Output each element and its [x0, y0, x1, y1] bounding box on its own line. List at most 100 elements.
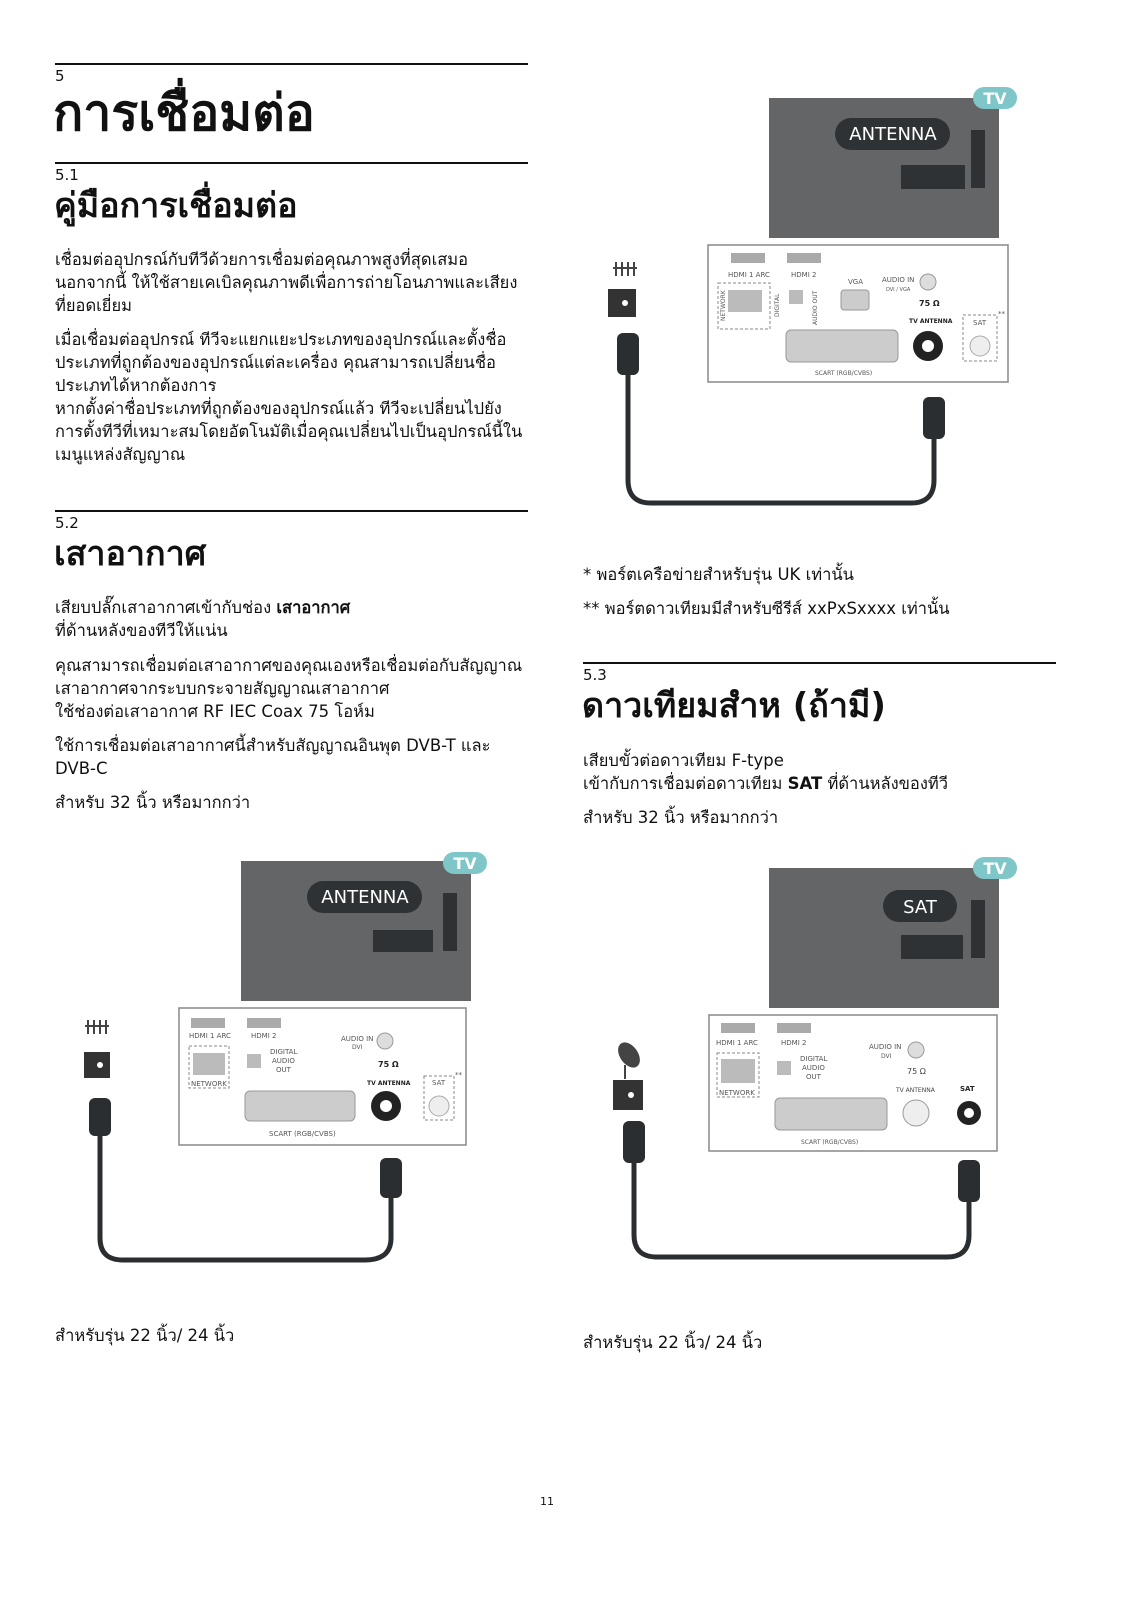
hdmi2-port — [777, 1023, 811, 1033]
network-label: NETWORK — [191, 1080, 227, 1088]
audio-out-label: AUDIO OUT — [812, 290, 819, 325]
sat-callout — [883, 890, 957, 922]
sat-port-center — [964, 1108, 974, 1118]
sat-port — [428, 1095, 450, 1117]
tv-back-panel — [769, 868, 999, 1008]
section-rule-5-3 — [583, 662, 1056, 664]
page-number: 11 — [540, 1495, 554, 1508]
section-rule-5-1 — [55, 162, 528, 164]
network-frame — [188, 1045, 230, 1089]
hdmi1-port — [191, 1018, 225, 1028]
connector-panel — [178, 1007, 467, 1146]
satellite-diagram: SAT TV HDMI 1 ARC HDMI 2 NETWORK DIGITAL… — [613, 857, 1017, 1260]
digital-audio-label-3: OUT — [276, 1066, 292, 1074]
scart-label: SCART (RGB/CVBS) — [269, 1130, 336, 1138]
hdmi2-label: HDMI 2 — [791, 271, 816, 279]
sat-callout-text: SAT — [903, 897, 938, 918]
s52-p1-pre: เสียบปลั๊กเสาอากาศเข้ากับช่อง — [55, 598, 277, 617]
digital-audio-label-3: OUT — [806, 1073, 822, 1081]
digital-audio-label-1: DIGITAL — [270, 1048, 297, 1056]
cable-plug-right — [958, 1160, 980, 1202]
note-satellite: ** พอร์ตดาวเทียมมีสำหรับซีรีส์ xxPxSxxxx… — [583, 599, 950, 618]
tv-stand-block — [373, 930, 433, 952]
s51-paragraph-2a: เมื่อเชื่อมต่ออุปกรณ์ ทีวีจะแยกแยะประเภท… — [55, 330, 507, 395]
digital-audio-port — [777, 1061, 791, 1075]
digital-audio-port — [789, 290, 803, 304]
section-title-5-2: เสาอากาศ — [54, 534, 207, 574]
sat-frame — [423, 1075, 455, 1121]
s52-p1-bold: เสาอากาศ — [276, 598, 351, 617]
section-title-5-3: ดาวเทียมสำห (ถ้ามี) — [582, 686, 886, 726]
hdmi1-port — [721, 1023, 755, 1033]
tv-stand-bar — [971, 130, 985, 188]
s53-paragraph-2: สำหรับ 32 นิ้ว หรือมากกว่า — [583, 808, 779, 827]
antenna-diagram-large: ANTENNA TV HDMI 1 ARC HDMI 2 NETWORK DIG… — [608, 87, 1017, 506]
tv-stand-bar — [971, 900, 985, 958]
tv-stand-bar — [443, 893, 457, 951]
sat-stars: ** — [998, 310, 1006, 318]
s53-caption: สำหรับรุ่น 22 นิ้ว/ 24 นิ้ว — [583, 1333, 763, 1352]
tv-antenna-jack-center — [380, 1100, 392, 1112]
antenna-callout — [835, 118, 950, 150]
note-network: * พอร์ตเครือข่ายสำหรับรุ่น UK เท่านั้น — [583, 565, 854, 584]
tv-badge — [973, 87, 1017, 109]
s52-paragraph-1: เสียบปลั๊กเสาอากาศเข้ากับช่อง เสาอากาศ ท… — [55, 596, 528, 642]
network-port — [728, 290, 762, 312]
s52-paragraph-4: สำหรับ 32 นิ้ว หรือมากกว่า — [55, 793, 251, 812]
section-number-5-2: 5.2 — [55, 514, 79, 532]
s52-paragraph-3: ใช้การเชื่อมต่อเสาอากาศนี้สำหรับสัญญาณอิ… — [55, 736, 491, 778]
cable-plug-left — [89, 1098, 111, 1136]
sat-frame — [962, 314, 998, 362]
sat-port-label: SAT — [432, 1079, 446, 1087]
section-title-5-1: คู่มือการเชื่อมต่อ — [54, 186, 298, 226]
ohm-label: 75 Ω — [919, 299, 940, 308]
tv-badge — [443, 852, 487, 874]
cable-plug-right — [923, 397, 945, 439]
tv-badge-text: TV — [983, 859, 1007, 878]
vga-label: VGA — [848, 278, 863, 286]
digital-audio-label-2: AUDIO — [802, 1064, 825, 1072]
s53-p1a: เสียบขั้วต่อดาวเทียม F-type — [583, 751, 784, 770]
vga-port — [840, 289, 870, 311]
s52-paragraph-2a: คุณสามารถเชื่อมต่อเสาอากาศของคุณเองหรือเ… — [55, 656, 523, 698]
satellite-cable — [631, 1163, 972, 1260]
tv-antenna-jack-center — [922, 340, 934, 352]
ohm-label: 75 Ω — [378, 1060, 399, 1069]
ohm-label: 75 Ω — [907, 1067, 926, 1076]
audio-in-jack — [919, 273, 937, 291]
scart-port — [244, 1090, 356, 1122]
s53-p1b-pre: เข้ากับการเชื่อมต่อดาวเทียม — [583, 774, 788, 793]
dvi-label: DVI — [881, 1053, 892, 1060]
hdmi2-label: HDMI 2 — [251, 1032, 276, 1040]
s52-p1-post: ที่ด้านหลังของทีวีให้แน่น — [55, 621, 228, 640]
digital-label: DIGITAL — [774, 293, 781, 317]
section-number-5-3: 5.3 — [583, 666, 607, 684]
cable-plug-left — [617, 333, 639, 375]
digital-audio-port — [247, 1054, 261, 1068]
dvi-label: DVI — [352, 1044, 363, 1051]
digital-audio-label-1: DIGITAL — [800, 1055, 827, 1063]
sat-port-label: SAT — [973, 319, 987, 327]
sat-port — [969, 335, 991, 357]
hdmi1-label: HDMI 1 ARC — [728, 271, 770, 279]
network-port — [721, 1059, 755, 1083]
antenna-cable — [625, 375, 937, 506]
cable-plug-left — [623, 1121, 645, 1163]
cable-plug-right — [380, 1158, 402, 1198]
tv-badge-text: TV — [983, 89, 1007, 108]
tv-stand-block — [901, 165, 965, 189]
chapter-rule — [55, 63, 528, 65]
section-rule-5-2 — [55, 510, 528, 512]
network-frame — [717, 282, 771, 330]
network-frame — [716, 1052, 760, 1098]
section-number-5-1: 5.1 — [55, 166, 79, 184]
tv-antenna-jack — [902, 1099, 930, 1127]
audio-in-label: AUDIO IN — [869, 1043, 901, 1051]
hdmi2-label: HDMI 2 — [781, 1039, 806, 1047]
audio-in-label: AUDIO IN — [882, 276, 914, 284]
antenna-callout-text: ANTENNA — [849, 124, 937, 145]
scart-port — [774, 1097, 888, 1131]
antenna-diagram-small: ANTENNA TV HDMI 1 ARC HDMI 2 NETWORK DIG… — [84, 852, 487, 1263]
tv-badge-text: TV — [453, 854, 477, 873]
s52-paragraph-2b: ใช้ช่องต่อเสาอากาศ RF IEC Coax 75 โอห์ม — [55, 702, 375, 721]
